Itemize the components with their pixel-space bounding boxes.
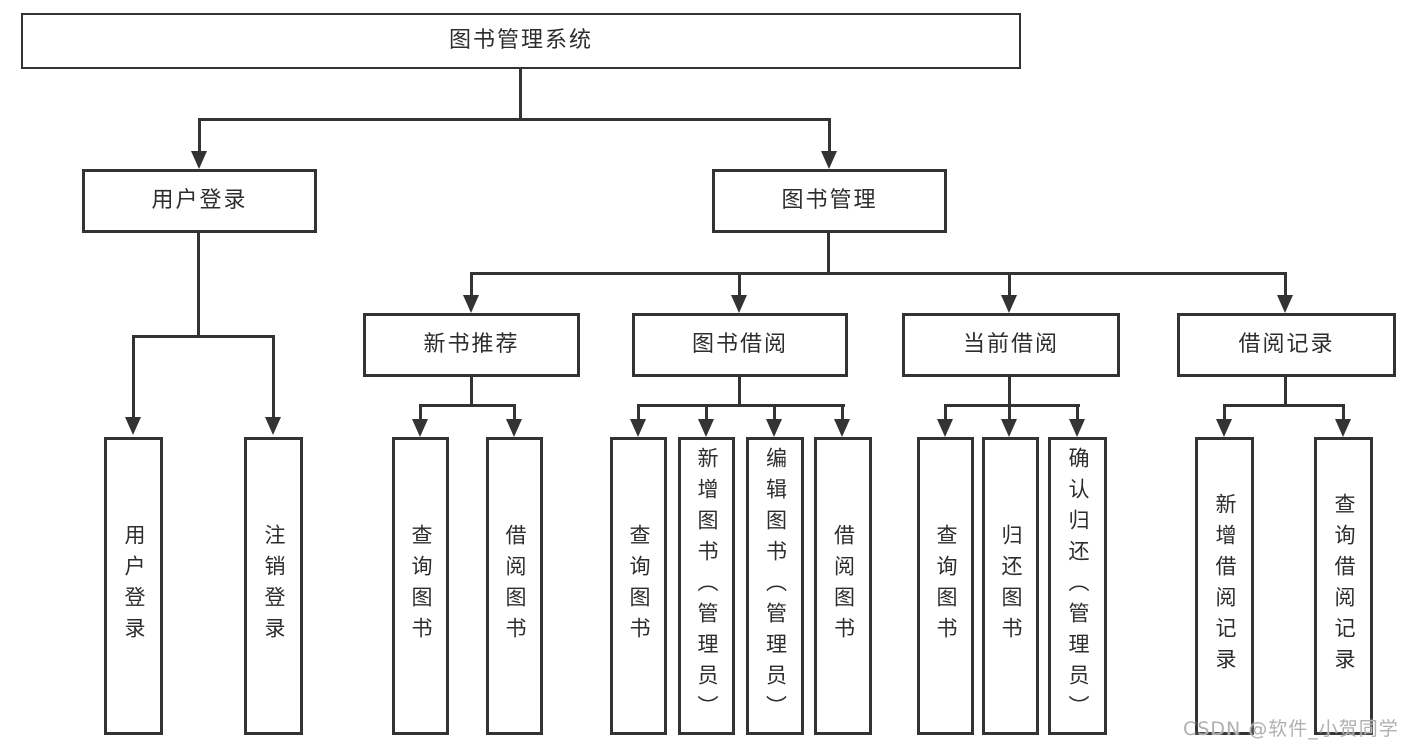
node-book-borrow: 图书借阅 xyxy=(632,313,848,377)
leaf-confirm-return-admin: 确认归还（管理员） xyxy=(1048,437,1107,735)
watermark: CSDN @软件_小贺同学 xyxy=(1183,718,1399,740)
arrow-down-icon xyxy=(731,295,747,313)
connector-vline xyxy=(1008,377,1011,407)
connector-shaft xyxy=(272,335,275,419)
connector-hline xyxy=(419,404,516,407)
connector-shaft xyxy=(1223,404,1226,421)
connector-shaft xyxy=(841,404,844,421)
arrow-down-icon xyxy=(1277,295,1293,313)
node-root-label: 图书管理系统 xyxy=(448,28,593,53)
arrow-down-icon xyxy=(630,419,646,437)
leaf-label: 新增图书（管理员） xyxy=(695,446,719,726)
connector-shaft xyxy=(132,335,135,419)
arrow-down-icon xyxy=(1216,419,1232,437)
arrow-down-icon xyxy=(821,151,837,169)
connector-hline xyxy=(470,272,1287,275)
connector-hline xyxy=(637,404,845,407)
leaf-label: 用户登录 xyxy=(122,524,146,648)
arrow-down-icon xyxy=(412,419,428,437)
connector-hline xyxy=(198,118,831,121)
connector-shaft xyxy=(944,404,947,421)
connector-shaft xyxy=(513,404,516,421)
leaf-label: 查询图书 xyxy=(409,524,433,648)
arrow-down-icon xyxy=(1001,419,1017,437)
connector-vline xyxy=(519,69,522,121)
connector-shaft xyxy=(419,404,422,421)
arrow-down-icon xyxy=(766,419,782,437)
leaf-label: 注销登录 xyxy=(262,524,286,648)
node-label: 图书借阅 xyxy=(691,332,788,357)
leaf-borrow-books-2: 借阅图书 xyxy=(814,437,872,735)
node-label: 图书管理 xyxy=(781,188,878,213)
connector-shaft xyxy=(828,118,831,152)
leaf-label: 借阅图书 xyxy=(831,524,856,648)
arrow-down-icon xyxy=(698,419,714,437)
connector-shaft xyxy=(1284,272,1287,297)
node-book-management: 图书管理 xyxy=(712,169,947,233)
node-label: 用户登录 xyxy=(151,188,248,213)
leaf-add-books-admin: 新增图书（管理员） xyxy=(678,437,735,735)
leaf-logout: 注销登录 xyxy=(244,437,303,735)
connector-shaft xyxy=(198,118,201,152)
leaf-label: 新增借阅记录 xyxy=(1213,493,1237,679)
leaf-label: 编辑图书（管理员） xyxy=(763,446,788,726)
leaf-label: 归还图书 xyxy=(999,524,1023,648)
connector-shaft xyxy=(738,272,741,297)
node-user-login: 用户登录 xyxy=(82,169,317,233)
leaf-query-books-3: 查询图书 xyxy=(917,437,974,735)
connector-shaft xyxy=(773,404,776,421)
arrow-down-icon xyxy=(265,417,281,435)
arrow-down-icon xyxy=(1001,295,1017,313)
connector-vline xyxy=(738,377,741,407)
leaf-borrow-books-1: 借阅图书 xyxy=(486,437,543,735)
node-current-borrow: 当前借阅 xyxy=(902,313,1120,377)
connector-shaft xyxy=(637,404,640,421)
arrow-down-icon xyxy=(463,295,479,313)
connector-shaft xyxy=(1008,272,1011,297)
connector-vline xyxy=(470,377,473,407)
connector-shaft xyxy=(705,404,708,421)
arrow-down-icon xyxy=(834,419,850,437)
connector-vline xyxy=(197,233,200,338)
arrow-down-icon xyxy=(1069,419,1085,437)
leaf-query-books-1: 查询图书 xyxy=(392,437,449,735)
node-borrow-records: 借阅记录 xyxy=(1177,313,1396,377)
leaf-label: 借阅图书 xyxy=(503,524,527,648)
node-label: 借阅记录 xyxy=(1238,332,1335,357)
leaf-label: 确认归还（管理员） xyxy=(1066,446,1090,726)
leaf-user-login: 用户登录 xyxy=(104,437,163,735)
node-label: 当前借阅 xyxy=(962,332,1059,357)
arrow-down-icon xyxy=(1335,419,1351,437)
leaf-label: 查询图书 xyxy=(934,524,958,648)
leaf-query-borrow-record: 查询借阅记录 xyxy=(1314,437,1373,735)
connector-vline xyxy=(827,233,830,275)
connector-shaft xyxy=(1076,404,1079,421)
arrow-down-icon xyxy=(125,417,141,435)
leaf-return-books: 归还图书 xyxy=(982,437,1039,735)
arrow-down-icon xyxy=(191,151,207,169)
node-new-book-recommend: 新书推荐 xyxy=(363,313,580,377)
connector-shaft xyxy=(1008,404,1011,421)
leaf-label: 查询图书 xyxy=(627,524,651,648)
connector-shaft xyxy=(1342,404,1345,421)
arrow-down-icon xyxy=(937,419,953,437)
leaf-label: 查询借阅记录 xyxy=(1332,493,1356,679)
connector-hline xyxy=(944,404,1080,407)
connector-vline xyxy=(1284,377,1287,407)
node-root: 图书管理系统 xyxy=(21,13,1021,69)
connector-shaft xyxy=(470,272,473,297)
node-label: 新书推荐 xyxy=(423,332,520,357)
leaf-add-borrow-record: 新增借阅记录 xyxy=(1195,437,1254,735)
arrow-down-icon xyxy=(506,419,522,437)
leaf-edit-books-admin: 编辑图书（管理员） xyxy=(746,437,804,735)
connector-hline xyxy=(1223,404,1345,407)
leaf-query-books-2: 查询图书 xyxy=(610,437,667,735)
connector-hline xyxy=(132,335,275,338)
